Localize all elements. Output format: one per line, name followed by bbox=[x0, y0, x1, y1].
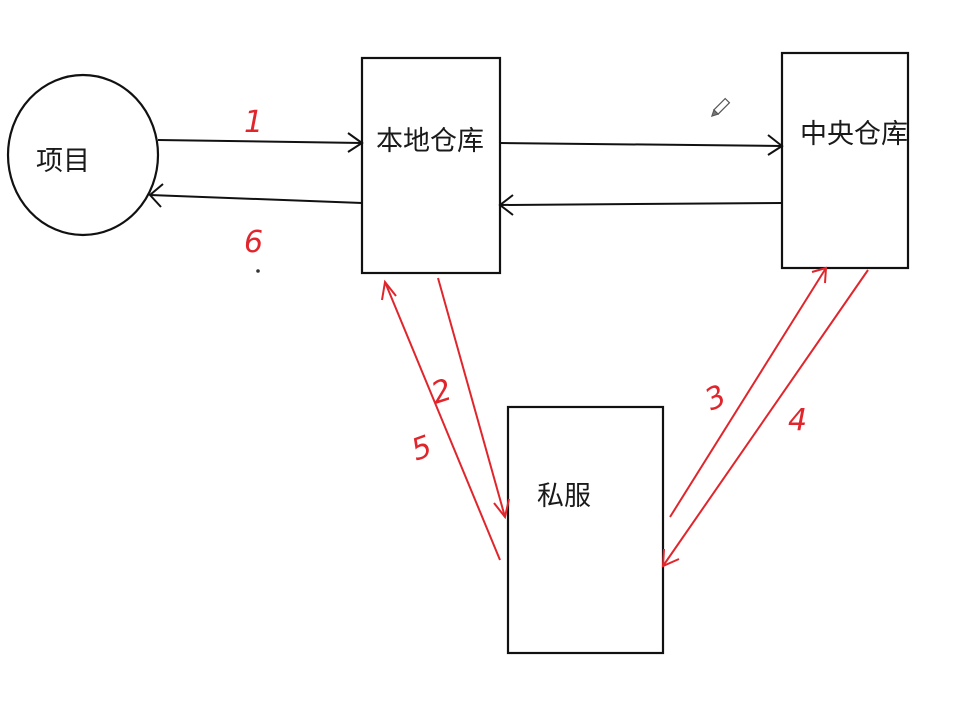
arrowhead bbox=[811, 266, 828, 284]
step-1-label: 1 bbox=[244, 105, 263, 140]
edge-central-to-private bbox=[661, 269, 869, 568]
edge-line bbox=[437, 277, 506, 518]
node-local-repo: 本地仓库 bbox=[360, 56, 502, 275]
project-label: 项目 bbox=[36, 146, 90, 177]
node-central-repo: 中央仓库 bbox=[780, 51, 910, 270]
edge-line bbox=[662, 269, 869, 567]
edge-project-to-local bbox=[157, 132, 364, 153]
edge-line bbox=[149, 194, 363, 204]
edge-private-to-central bbox=[669, 266, 828, 518]
node-private-server: 私服 bbox=[506, 405, 665, 655]
central-repo-label: 中央仓库 bbox=[800, 119, 908, 150]
edge-central-to-local bbox=[498, 194, 783, 216]
edge-line bbox=[157, 139, 363, 144]
arrowhead bbox=[347, 132, 364, 153]
private-server-box bbox=[506, 405, 665, 655]
edge-local-to-central bbox=[499, 134, 784, 156]
edge-line bbox=[384, 281, 501, 561]
pencil-icon bbox=[710, 97, 731, 118]
edge-private-to-local bbox=[381, 279, 501, 561]
local-repo-label: 本地仓库 bbox=[376, 126, 484, 157]
arrowhead bbox=[498, 194, 514, 216]
step-2-label: 2 bbox=[427, 372, 456, 411]
arrowhead bbox=[661, 548, 680, 568]
step-4-label: 4 bbox=[788, 403, 807, 438]
arrowhead bbox=[493, 498, 510, 520]
edge-line bbox=[669, 267, 827, 518]
edge-line bbox=[499, 142, 783, 147]
project-ellipse bbox=[6, 73, 160, 237]
step-3-label: 3 bbox=[700, 378, 732, 418]
stray-dot bbox=[256, 269, 260, 273]
step-6-label: 6 bbox=[244, 225, 263, 260]
edge-local-to-private bbox=[437, 277, 510, 520]
arrowhead bbox=[381, 279, 397, 301]
edge-local-to-project bbox=[148, 183, 363, 208]
local-repo-box bbox=[360, 56, 502, 275]
arrowhead bbox=[148, 183, 164, 208]
node-project: 项目 bbox=[6, 73, 160, 237]
arrowhead bbox=[767, 134, 784, 156]
edge-line bbox=[499, 202, 783, 206]
central-repo-box bbox=[780, 51, 910, 270]
private-server-label: 私服 bbox=[537, 481, 591, 512]
step-5-label: 5 bbox=[407, 429, 437, 468]
